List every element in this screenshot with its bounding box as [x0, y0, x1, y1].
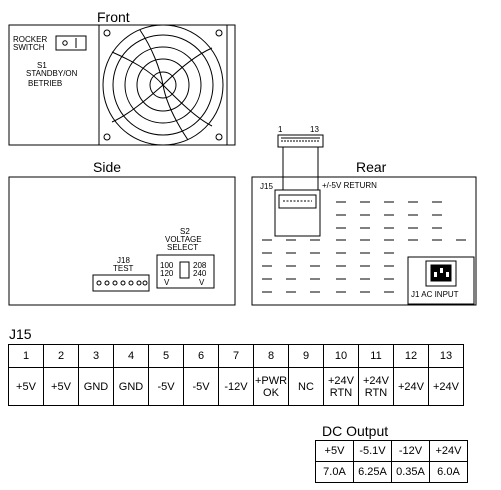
pin-signal: NC [288, 367, 324, 406]
ac-input-connector [407, 256, 475, 305]
volt-left-1: 100 [160, 261, 174, 270]
dc-voltage: -5.1V [353, 440, 392, 462]
j18-label: J18 [117, 256, 130, 265]
dc-voltage: +24V [429, 440, 468, 462]
dc-current: 6.0A [429, 461, 468, 483]
pin-end-label: 13 [310, 125, 319, 134]
pin-number: 3 [78, 344, 114, 368]
s2-desc: VOLTAGE [165, 235, 202, 244]
j1-label: J1 AC INPUT [411, 290, 459, 299]
pin-signal: GND [78, 367, 114, 406]
j18-desc: TEST [113, 264, 134, 273]
pin-signal: +24V [428, 367, 464, 406]
pin-signal: +5V [8, 367, 44, 406]
return-label: +/-5V RETURN [322, 181, 377, 190]
pin-number: 7 [218, 344, 254, 368]
voltage-select-switch [156, 254, 215, 289]
s1-desc-2: BETRIEB [28, 79, 63, 88]
rocker-label: ROCKER [13, 35, 48, 44]
pin-number: 1 [8, 344, 44, 368]
volt-right-2: 240 [193, 269, 207, 278]
pin-number: 6 [183, 344, 219, 368]
dc-voltage: -12V [391, 440, 430, 462]
pin-number: 13 [428, 344, 464, 368]
s2-desc-2: SELECT [167, 243, 199, 252]
rocker-label-2: SWITCH [13, 43, 45, 52]
volt-left-2: 120 [160, 269, 174, 278]
dc-voltage: +5V [315, 440, 354, 462]
rear-panel [251, 176, 477, 306]
side-title: Side [93, 159, 122, 175]
front-title: Front [97, 9, 130, 25]
s1-label: S1 [37, 61, 47, 70]
j15-rear-label: J15 [260, 182, 273, 191]
pin-number: 2 [43, 344, 79, 368]
pin-signal: +24V [393, 367, 429, 406]
j15-pin-row: 1 2 3 4 5 6 7 8 9 10 11 12 13 [8, 344, 464, 368]
volt-right-1: 208 [193, 261, 207, 270]
volt-right-3: V [199, 278, 205, 287]
dc-output-table: +5V -5.1V -12V +24V 7.0A 6.25A 0.35A 6.0… [315, 440, 468, 483]
volt-left-3: V [164, 278, 170, 287]
fan-icon [98, 24, 228, 146]
j15-pinout-table: 1 2 3 4 5 6 7 8 9 10 11 12 13 +5V +5V GN… [8, 344, 464, 406]
rocker-switch [55, 35, 87, 51]
pin-signal: -5V [183, 367, 219, 406]
dc-current: 7.0A [315, 461, 354, 483]
pin-signal: -5V [148, 367, 184, 406]
dc-output-title: DC Output [322, 423, 389, 439]
rear-vent-slots [262, 201, 466, 293]
dc-current: 0.35A [391, 461, 430, 483]
pin-number: 10 [323, 344, 359, 368]
pin-number: 9 [288, 344, 324, 368]
pin-number: 11 [358, 344, 394, 368]
pin-signal: GND [113, 367, 149, 406]
ribbon-cable [277, 134, 324, 190]
pin-number: 8 [253, 344, 289, 368]
pin-number: 5 [148, 344, 184, 368]
j18-test-connector [92, 274, 150, 292]
j15-connector [274, 189, 321, 237]
side-panel [8, 176, 236, 306]
s2-label: S2 [180, 227, 190, 236]
pin-signal: +5V [43, 367, 79, 406]
pin-number: 12 [393, 344, 429, 368]
j15-table-title: J15 [9, 326, 32, 342]
pin-start-label: 1 [278, 125, 283, 134]
pin-number: 4 [113, 344, 149, 368]
pin-signal: -12V [218, 367, 254, 406]
rear-title: Rear [356, 159, 387, 175]
dc-current-row: 7.0A 6.25A 0.35A 6.0A [315, 461, 468, 483]
dc-voltage-row: +5V -5.1V -12V +24V [315, 440, 468, 462]
s1-desc: STANDBY/ON [26, 69, 78, 78]
dc-current: 6.25A [353, 461, 392, 483]
